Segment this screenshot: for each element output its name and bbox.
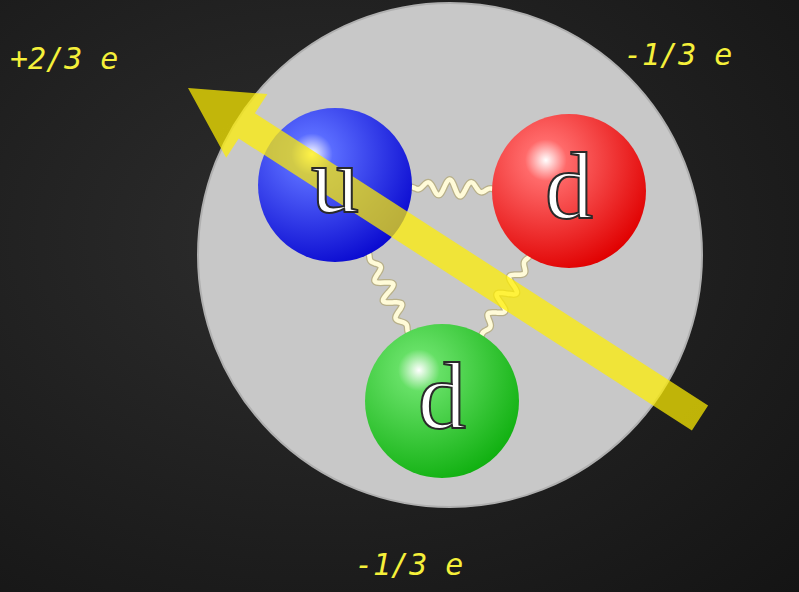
gluon-shadow bbox=[481, 256, 529, 336]
quark-letter: d bbox=[364, 323, 520, 479]
quark-circle: u bbox=[257, 107, 413, 263]
charge-label: -1/3 e bbox=[355, 548, 463, 581]
charge-label: -1/3 e bbox=[624, 38, 732, 71]
quark-fill bbox=[258, 108, 412, 262]
gluon-group bbox=[411, 179, 493, 196]
quark-fill bbox=[492, 114, 646, 268]
gluon-group bbox=[369, 253, 409, 333]
gluon-shadow bbox=[369, 253, 409, 333]
quark-letter: u bbox=[257, 107, 413, 263]
quark-letter: d bbox=[491, 113, 647, 269]
quark-circle: d bbox=[491, 113, 647, 269]
gluon-line bbox=[369, 253, 409, 333]
gluon-line bbox=[481, 256, 529, 336]
neutron-circle bbox=[198, 3, 702, 507]
quark-circle: d bbox=[364, 323, 520, 479]
charge-label: +2/3 e bbox=[10, 42, 118, 75]
gluon-shadow bbox=[411, 179, 493, 196]
gluon-group bbox=[481, 256, 529, 336]
quark-fill bbox=[365, 324, 519, 478]
spin-arrow bbox=[188, 88, 708, 431]
gluon-line bbox=[411, 179, 493, 196]
